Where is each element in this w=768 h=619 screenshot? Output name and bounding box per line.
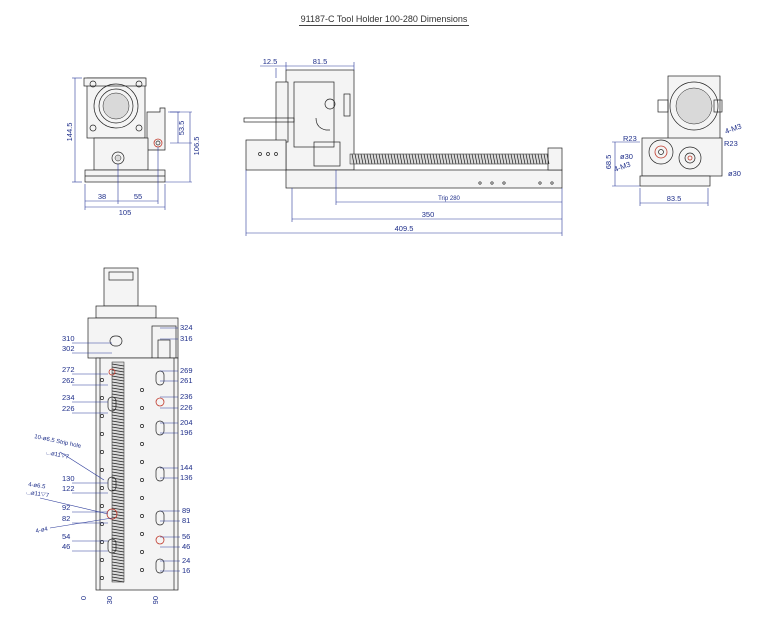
note-counterbore-b: ⌴ø11▽7 — [26, 490, 50, 499]
label-92: 92 — [62, 503, 70, 512]
dim-409-5: 409.5 — [395, 224, 414, 233]
label-56: 56 — [182, 532, 190, 541]
label-90: 90 — [151, 596, 160, 604]
dim-38: 38 — [98, 192, 106, 201]
dim-phi30-b: ø30 — [728, 169, 741, 178]
label-302: 302 — [62, 344, 75, 353]
label-310: 310 — [62, 334, 75, 343]
drawing-title: 91187-C Tool Holder 100-280 Dimensions — [298, 14, 470, 26]
dim-55: 55 — [134, 192, 142, 201]
label-316: 316 — [180, 334, 193, 343]
label-89: 89 — [182, 506, 190, 515]
dim-4m3-a: 4-M3 — [613, 160, 632, 174]
label-324: 324 — [180, 323, 193, 332]
label-46: 46 — [62, 542, 70, 551]
label-81: 81 — [182, 516, 190, 525]
label-46-r: 46 — [182, 542, 190, 551]
dim-53-5: 53.5 — [177, 121, 186, 136]
bottom-axis-labels: 0 30 90 — [79, 596, 160, 604]
dim-12-5: 12.5 — [263, 57, 278, 66]
dim-350: 350 — [422, 210, 435, 219]
dim-phi30-a: ø30 — [620, 152, 633, 161]
label-236: 236 — [180, 392, 193, 401]
dim-trip: Trip 280 — [438, 196, 460, 202]
right-dimension-labels: 324 316 269 261 236 226 204 196 144 136 … — [180, 323, 193, 575]
dim-144-5: 144.5 — [65, 123, 74, 142]
dim-83-5: 83.5 — [667, 194, 682, 203]
label-54: 54 — [62, 532, 70, 541]
label-234: 234 — [62, 393, 75, 402]
label-122: 122 — [62, 484, 75, 493]
label-0: 0 — [79, 596, 88, 600]
label-24: 24 — [182, 556, 190, 565]
bottom-view — [87, 267, 179, 591]
dim-68-5: 68.5 — [604, 155, 613, 170]
left-dimension-labels: 310 302 272 262 234 226 130 122 92 82 54… — [26, 334, 82, 551]
label-30: 30 — [105, 596, 114, 604]
side-view: 12.5 81.5 Trip 280 350 409.5 — [243, 57, 563, 236]
note-counterbore-a: ⌴ø11▽7 — [46, 450, 70, 461]
label-196: 196 — [180, 428, 193, 437]
dim-4m3-b: 4-M3 — [724, 122, 743, 136]
label-136: 136 — [180, 473, 193, 482]
dim-r23-b: R23 — [724, 139, 738, 148]
label-144: 144 — [180, 463, 193, 472]
label-261: 261 — [180, 376, 193, 385]
label-262: 262 — [62, 376, 75, 385]
dim-105: 105 — [119, 208, 132, 217]
dim-81-5: 81.5 — [313, 57, 328, 66]
label-16: 16 — [182, 566, 190, 575]
lead-screw — [349, 153, 550, 165]
label-269: 269 — [180, 366, 193, 375]
dim-r23-a: R23 — [623, 134, 637, 143]
label-82: 82 — [62, 514, 70, 523]
label-130: 130 — [62, 474, 75, 483]
label-204: 204 — [180, 418, 193, 427]
note-4-phi4: 4-ø4 — [35, 526, 49, 535]
label-226: 226 — [62, 404, 75, 413]
dim-106-5: 106.5 — [192, 137, 201, 156]
front-view: 144.5 53.5 106.5 38 55 105 — [65, 77, 201, 217]
end-view: R23 ø30 4-M3 4-M3 R23 ø30 68.5 83.5 — [604, 75, 743, 206]
label-226-r: 226 — [180, 403, 193, 412]
label-272: 272 — [62, 365, 75, 374]
note-4-phi6-5: 4-ø6.5 — [28, 482, 47, 490]
note-strip-hole: 10-ø6.5 Strip hole — [34, 434, 83, 450]
